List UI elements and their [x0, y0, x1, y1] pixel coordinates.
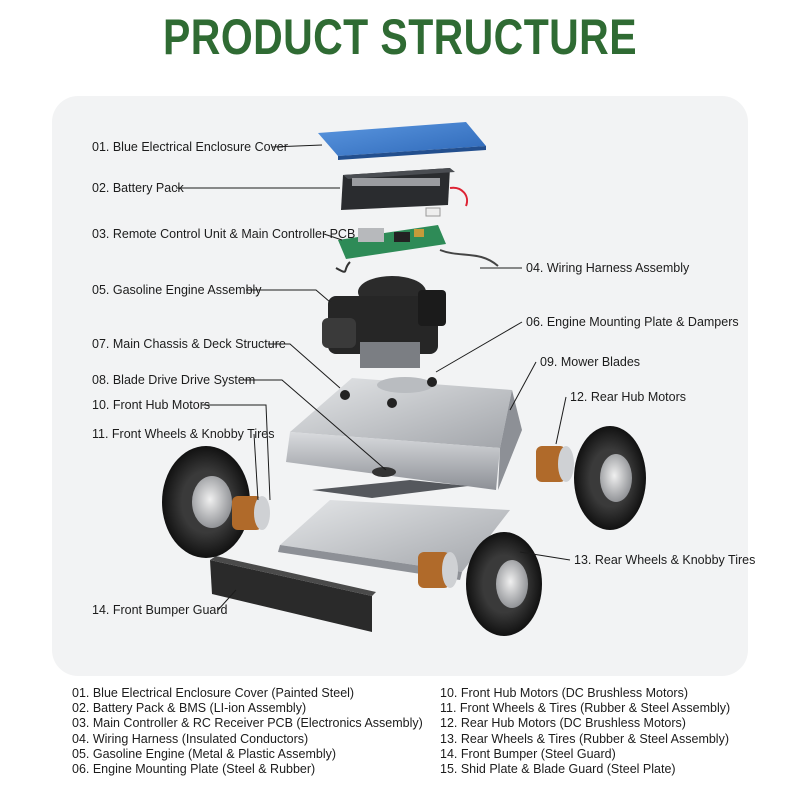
legend-item: 10. Front Hub Motors (DC Brushless Motor… [440, 686, 688, 700]
legend-item: 02. Battery Pack & BMS (LI-ion Assembly) [72, 701, 307, 716]
front-hub-motor-right [418, 552, 458, 588]
callout-08: 08. Blade Drive Drive System [92, 373, 256, 387]
legend-item: 11. Front Wheels & Tires (Rubber & Steel… [440, 701, 731, 716]
gasoline-engine [322, 276, 446, 368]
mower-blade [312, 467, 468, 498]
leader-lines [176, 144, 571, 611]
front-hub-motor-left [232, 496, 270, 530]
callout-02: 02. Battery Pack [92, 181, 184, 195]
callout-12: 12. Rear Hub Motors [570, 390, 687, 404]
legend-item: 13. Rear Wheels & Tires (Rubber & Steel … [440, 731, 730, 746]
legend-item: 01. Blue Electrical Enclosure Cover (Pai… [72, 686, 355, 700]
battery-pack [341, 168, 468, 217]
front-bumper [210, 556, 376, 632]
rear-hub-motor-right [536, 446, 574, 482]
callout-01: 01. Blue Electrical Enclosure Cover [92, 140, 288, 154]
legend-item: 06. Engine Mounting Plate (Steel & Rubbe… [72, 761, 316, 776]
front-wheel-right [466, 532, 542, 636]
rear-wheel-right [574, 426, 646, 530]
page-title: PRODUCT STRUCTURE [163, 9, 637, 65]
legend-item: 03. Main Controller & RC Receiver PCB (E… [72, 716, 423, 731]
callout-13: 13. Rear Wheels & Knobby Tires [574, 553, 756, 567]
callout-07: 07. Main Chassis & Deck Structure [92, 337, 286, 351]
callout-04: 04. Wiring Harness Assembly [526, 261, 690, 275]
callout-11: 11. Front Wheels & Knobby Tires [92, 427, 275, 441]
legend-left: 01. Blue Electrical Enclosure Cover (Pai… [72, 686, 423, 777]
legend-item: 12. Rear Hub Motors (DC Brushless Motors… [440, 716, 686, 731]
front-wheel-left [162, 446, 250, 558]
callout-14: 14. Front Bumper Guard [92, 603, 228, 617]
legend-right: 10. Front Hub Motors (DC Brushless Motor… [440, 686, 730, 777]
callout-03: 03. Remote Control Unit & Main Controlle… [92, 227, 356, 241]
legend-item: 05. Gasoline Engine (Metal & Plastic Ass… [72, 746, 337, 761]
callout-05: 05. Gasoline Engine Assembly [92, 283, 262, 297]
legend-item: 14. Front Bumper (Steel Guard) [440, 746, 616, 761]
legend-item: 04. Wiring Harness (Insulated Conductors… [72, 731, 309, 746]
callout-06: 06. Engine Mounting Plate & Dampers [526, 315, 739, 329]
legend-item: 15. Shid Plate & Blade Guard (Steel Plat… [440, 761, 676, 776]
main-chassis [286, 377, 522, 490]
callout-10: 10. Front Hub Motors [92, 398, 211, 412]
blue-enclosure-cover [318, 122, 486, 160]
controller-pcb [335, 225, 499, 273]
callout-09: 09. Mower Blades [540, 355, 641, 369]
